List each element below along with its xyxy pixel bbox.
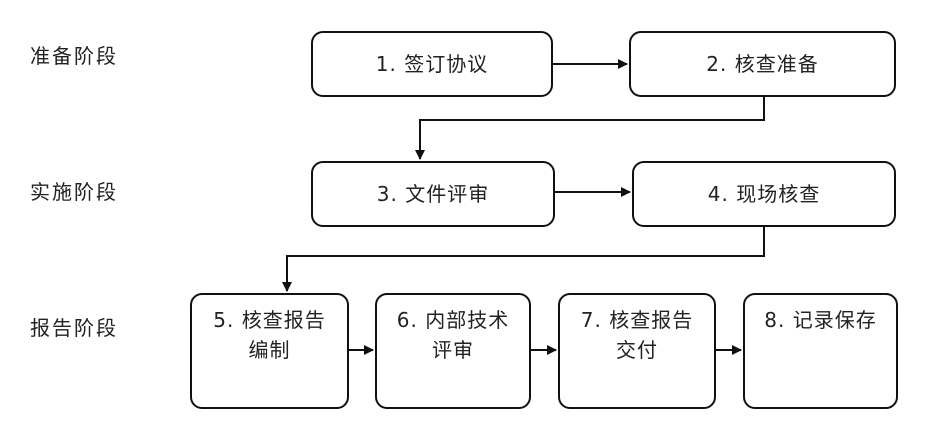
step-box-4: 4. 现场核查 [632, 161, 896, 227]
step-6-line-1: 6. 内部技术 [396, 308, 510, 332]
step-box-1: 1. 签订协议 [311, 31, 553, 97]
step-6-line-2: 评审 [432, 338, 474, 362]
step-7-line-2: 交付 [616, 338, 658, 362]
step-2-line-1: 2. 核查准备 [706, 52, 819, 76]
step-8-line-1: 8. 记录保存 [764, 308, 877, 332]
step-box-7: 7. 核查报告 交付 [558, 293, 716, 409]
stage-label-reporting: 报告阶段 [30, 316, 118, 340]
step-4-line-1: 4. 现场核查 [707, 182, 821, 206]
arrow-step4-to-step5 [282, 227, 765, 292]
step-3-line-1: 3. 文件评审 [376, 182, 490, 206]
step-7-line-1: 7. 核查报告 [580, 308, 694, 332]
step-box-3: 3. 文件评审 [311, 161, 555, 227]
stage-label-preparation: 准备阶段 [30, 44, 118, 68]
step-1-line-1: 1. 签订协议 [375, 52, 489, 76]
arrow-step2-to-step3 [415, 97, 765, 160]
step-box-8: 8. 记录保存 [743, 293, 898, 409]
step-box-6: 6. 内部技术 评审 [375, 293, 531, 409]
step-box-5: 5. 核查报告 编制 [190, 293, 349, 409]
step-5-line-2: 编制 [248, 338, 291, 362]
stage-label-implementation: 实施阶段 [30, 180, 118, 204]
step-5-line-1: 5. 核查报告 [213, 308, 326, 332]
step-box-2: 2. 核查准备 [629, 31, 896, 97]
